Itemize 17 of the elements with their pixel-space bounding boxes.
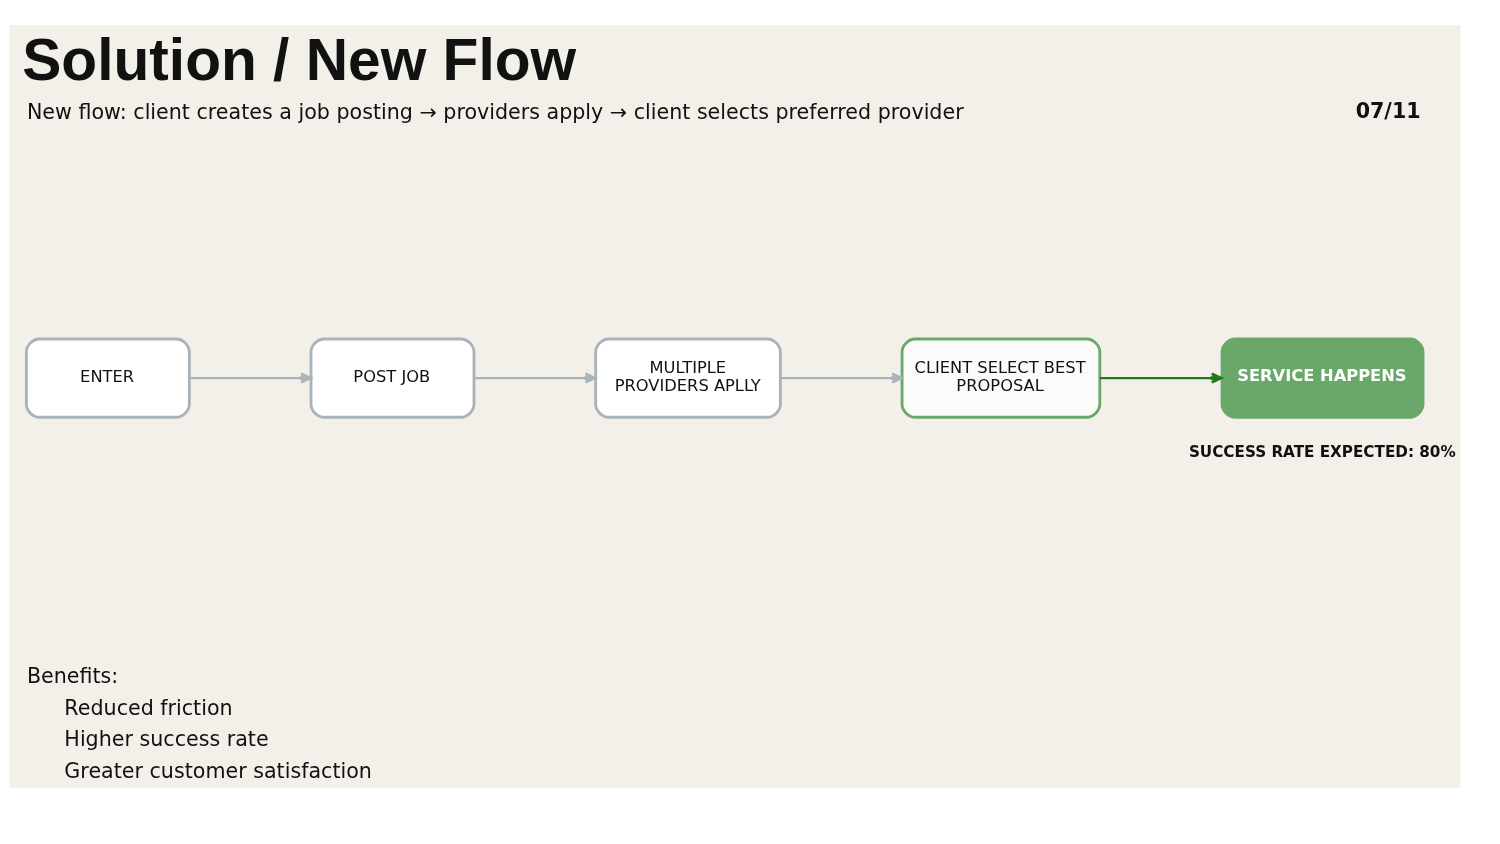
label: Benefits: — [26, 663, 118, 688]
label: Greater customer satisfaction — [63, 758, 372, 783]
label: Reduced friction — [63, 695, 233, 720]
label: 07/11 — [1355, 98, 1421, 123]
node-box: ENTER — [24, 337, 191, 419]
node-label: SUCCESS RATE EXPECTED: 80% — [1188, 442, 1456, 461]
node-box: SERVICE HAPPENS — [1220, 337, 1424, 419]
arrow — [189, 372, 312, 384]
arrow — [1099, 372, 1223, 384]
arrow — [473, 372, 596, 384]
node-box: MULTIPLE PROVIDERS APLLY — [593, 337, 782, 419]
label: New flow: client creates a job posting → providers apply → client selects preferred provider — [26, 99, 964, 124]
node-box: CLIENT SELECT BEST PROPOSAL — [900, 337, 1101, 419]
node-box: POST JOB — [309, 337, 475, 419]
arrow — [780, 372, 903, 384]
label: Higher success rate — [63, 727, 269, 752]
diagram-title: Solution / New Flow — [21, 26, 576, 92]
